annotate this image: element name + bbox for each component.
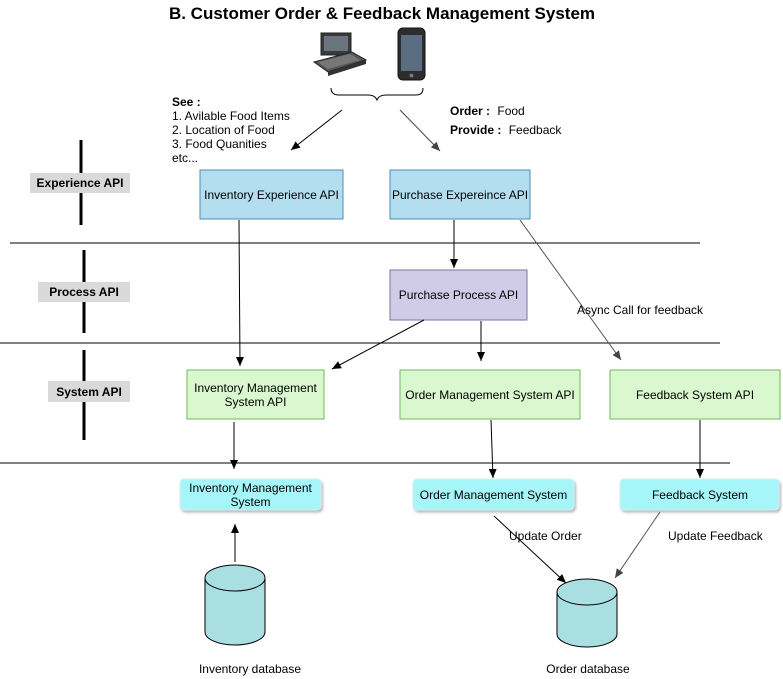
see-line-2: 2. Location of Food: [172, 123, 275, 137]
inventory-management-system-box: Inventory Management System: [179, 478, 322, 511]
order-database-label: Order database: [546, 662, 630, 676]
layer-label-system: System API: [48, 381, 130, 402]
devices-brace: [330, 87, 424, 102]
arrow-devices-to-purchase-experience: [399, 109, 441, 152]
provide-value: Feedback: [509, 123, 563, 137]
feedback-system-api-box: Feedback System API: [609, 369, 781, 420]
provide-label: Provide :: [450, 123, 501, 137]
purchase-experience-api-label: Purchase Expereince API: [392, 188, 528, 202]
svg-text:Order : Food: Order : Food: [450, 104, 525, 118]
purchase-process-api-box: Purchase Process API: [389, 269, 528, 321]
inventory-experience-api-box: Inventory Experience API: [199, 169, 344, 220]
desktop-computer-icon: [312, 32, 368, 76]
purchase-process-api-label: Purchase Process API: [399, 288, 518, 302]
layer-label-system-text: System API: [56, 385, 122, 399]
arrow-process-to-inventory-api: [331, 319, 425, 370]
arrow-devices-to-inventory-experience: [290, 109, 343, 151]
feedback-system-api-label: Feedback System API: [636, 388, 754, 402]
order-management-system-api-box: Order Management System API: [399, 369, 581, 420]
arrow-purchase-experience-to-feedback-api: [519, 219, 622, 361]
svg-text:Provide : Feedback: Provide : Feedback: [450, 123, 562, 137]
layer-label-experience-text: Experience API: [37, 176, 124, 190]
order-management-system-api-label: Order Management System API: [405, 388, 574, 402]
edge-label-update-order: Update Order: [509, 529, 582, 543]
layer-label-process: Process API: [38, 282, 130, 302]
inventory-database-icon: Inventory database: [199, 564, 301, 676]
diagram-title: B. Customer Order & Feedback Management …: [169, 4, 595, 23]
inventory-database-label: Inventory database: [199, 662, 301, 676]
see-note: See : 1. Avilable Food Items 2. Location…: [172, 95, 290, 165]
arrow-inventory-experience-to-inventory-api: [235, 219, 244, 367]
edge-label-async: Async Call for feedback: [577, 303, 704, 317]
order-management-system-box: Order Management System: [412, 478, 575, 511]
edge-label-update-feedback: Update Feedback: [668, 529, 764, 543]
inventory-management-system-api-label-2: System API: [224, 395, 286, 409]
feedback-system-label: Feedback System: [652, 488, 748, 502]
arrow-order-system-to-order-db: [493, 515, 567, 584]
inventory-experience-api-label: Inventory Experience API: [204, 188, 339, 202]
see-line-3: 3. Food Quanities: [172, 137, 267, 151]
see-line-4: etc...: [172, 151, 198, 165]
order-value: Food: [497, 104, 524, 118]
order-management-system-label: Order Management System: [420, 488, 567, 502]
order-database-icon: Order database: [546, 578, 630, 676]
inventory-management-system-api-label-1: Inventory Management: [194, 381, 317, 395]
arrow-order-api-to-order-system: [488, 419, 497, 479]
order-note: Order : Food Provide : Feedback: [450, 104, 562, 137]
layer-label-process-text: Process API: [49, 285, 119, 299]
arrow-feedback-system-to-order-db: [614, 511, 661, 579]
see-heading: See :: [172, 95, 201, 109]
feedback-system-box: Feedback System: [619, 478, 780, 511]
smartphone-icon: [397, 27, 426, 81]
purchase-experience-api-box: Purchase Expereince API: [389, 169, 531, 220]
order-label: Order :: [450, 104, 490, 118]
see-line-1: 1. Avilable Food Items: [172, 109, 290, 123]
layer-label-experience: Experience API: [30, 173, 130, 193]
inventory-management-system-label-2: System: [230, 495, 270, 509]
inventory-management-system-api-box: Inventory Management System API: [186, 369, 325, 420]
inventory-management-system-label-1: Inventory Management: [189, 481, 312, 495]
